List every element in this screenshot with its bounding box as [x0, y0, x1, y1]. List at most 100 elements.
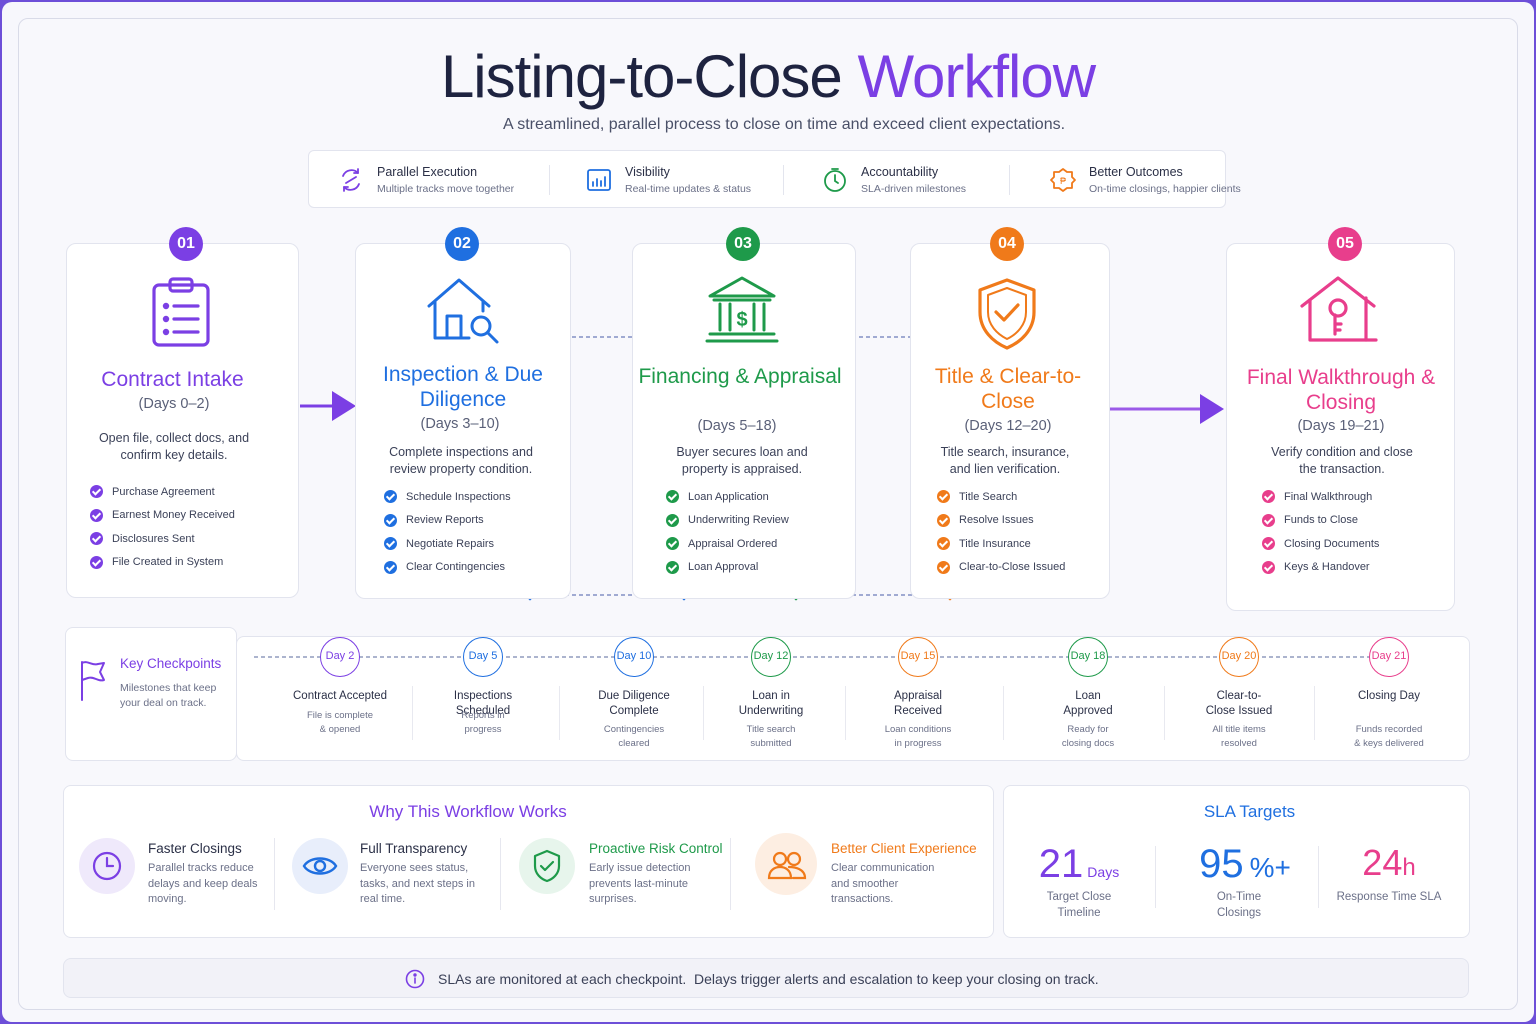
checklist-item: Clear-to-Close Issued: [937, 556, 1065, 580]
sla-label: On-Time Closings: [1216, 891, 1262, 919]
checkpoint-day-marker: Day 15: [898, 637, 938, 677]
eye-icon: [302, 857, 338, 875]
page-title: Listing-to-Close Workflow: [440, 43, 1096, 110]
checkpoint-title: Clear-to-Close Issued: [1205, 690, 1273, 717]
stage-title: Title & Clear-to-Close: [934, 365, 1082, 413]
check-icon: [937, 560, 950, 574]
flag-icon: [81, 661, 105, 701]
stage-days: (Days 3–10): [420, 416, 500, 432]
checklist-item: Disclosures Sent: [90, 527, 235, 551]
checklist-item: Closing Documents: [1262, 532, 1379, 556]
house-search-icon: [427, 278, 499, 344]
stage-title: Inspection & Due Diligence: [383, 363, 543, 411]
checkpoint-description: Reports in progress: [461, 710, 505, 735]
clock-icon: [92, 851, 122, 881]
check-icon: [1262, 560, 1275, 574]
sla-divider: [1318, 846, 1319, 908]
checkpoint-title: Contract Accepted: [293, 690, 387, 702]
checklist-item: Clear Contingencies: [384, 556, 511, 580]
checklist-item: Underwriting Review: [666, 509, 789, 533]
stage-title: Contract Intake: [101, 368, 244, 391]
checklist-item: Loan Application: [666, 485, 789, 509]
checklist-item: Keys & Handover: [1262, 556, 1379, 580]
benefit-divider: [1009, 165, 1010, 195]
check-icon: [1262, 537, 1275, 551]
stage-description: Buyer secures loan and property is appra…: [676, 445, 808, 476]
sla-value-on-time: 95%+: [1199, 842, 1291, 886]
parallel-arrows-icon: [342, 168, 360, 192]
stage-checklist: Purchase Agreement Earnest Money Receive…: [90, 480, 235, 574]
stage-checklist: Final Walkthrough Funds to Close Closing…: [1262, 485, 1379, 579]
stage-title: Financing & Appraisal: [638, 365, 842, 388]
house-key-icon: [1300, 276, 1378, 342]
checkpoint-day-marker: Day 10: [614, 637, 654, 677]
sla-label: Target Close Timeline: [1046, 891, 1112, 919]
bar-chart-icon: [587, 169, 611, 191]
why-divider: [500, 838, 501, 910]
footer-text: SLAs are monitored at each checkpoint. D…: [438, 971, 1099, 987]
check-icon: [90, 532, 103, 546]
benefit-divider: [783, 165, 784, 195]
checklist-item: Final Walkthrough: [1262, 485, 1379, 509]
check-icon: [384, 490, 397, 504]
checklist-item: Resolve Issues: [937, 509, 1065, 533]
checklist-item: Funds to Close: [1262, 509, 1379, 533]
page-subtitle: A streamlined, parallel process to close…: [502, 116, 1066, 133]
why-icon-bg: [519, 838, 575, 894]
stage-checklist: Schedule Inspections Review Reports Nego…: [384, 485, 511, 579]
sla-divider: [1155, 846, 1156, 908]
sla-value-response: 24h: [1362, 842, 1416, 883]
checkpoints-title: Key Checkpoints: [120, 656, 222, 671]
stage-title: Final Walkthrough & Closing: [1246, 366, 1436, 414]
stage-badge: 02: [445, 227, 479, 261]
checkpoint-day-marker: Day 18: [1068, 637, 1108, 677]
checkpoint-description: Title search submitted: [746, 724, 796, 749]
stage-checklist: Title Search Resolve Issues Title Insura…: [937, 485, 1065, 579]
stage-checklist: Loan Application Underwriting Review App…: [666, 485, 789, 579]
checklist-item: File Created in System: [90, 551, 235, 575]
checklist-item: Purchase Agreement: [90, 480, 235, 504]
benefits-bar: Parallel Execution Multiple tracks move …: [308, 150, 1241, 208]
bank-icon: $: [705, 276, 779, 343]
timer-icon: [824, 168, 846, 192]
info-icon: [405, 969, 425, 989]
checklist-item: Title Search: [937, 485, 1065, 509]
checkpoint-day-marker: Day 2: [320, 637, 360, 677]
clipboard-icon: [152, 277, 210, 347]
checkpoint-title: Appraisal Received: [894, 690, 942, 717]
why-divider: [730, 838, 731, 910]
check-icon: [937, 490, 950, 504]
why-title: Why This Workflow Works: [369, 802, 567, 821]
checkpoint-day-marker: Day 12: [751, 637, 791, 677]
check-icon: [384, 537, 397, 551]
checkpoint-description: All title items resolved: [1212, 724, 1266, 749]
why-icon-bg: [755, 833, 817, 895]
shield-check-icon: [978, 278, 1036, 350]
checkpoint-day-marker: Day 5: [463, 637, 503, 677]
check-icon: [937, 537, 950, 551]
shield-icon: [533, 849, 561, 883]
checklist-item: Loan Approval: [666, 556, 789, 580]
checklist-item: Review Reports: [384, 509, 511, 533]
why-divider: [274, 838, 275, 910]
check-icon: [666, 537, 679, 551]
checkpoint-title: Loan Approved: [1063, 690, 1113, 717]
stage-card-contract-intake: [66, 243, 299, 598]
checkpoint-day-marker: Day 21: [1369, 637, 1409, 677]
checkpoint-description: Contingencies cleared: [603, 724, 665, 749]
checkpoint-divider: [1164, 686, 1165, 740]
stage-badge: 01: [169, 227, 203, 261]
checkpoints-header-card: Key Checkpoints Milestones that keep you…: [65, 627, 237, 761]
stage-description: Title search, insurance, and lien verifi…: [940, 445, 1070, 476]
stage-badge: 04: [990, 227, 1024, 261]
check-icon: [666, 490, 679, 504]
check-icon: [666, 560, 679, 574]
check-icon: [937, 513, 950, 527]
checkpoint-description: Loan conditions in progress: [884, 724, 952, 749]
check-icon: [90, 508, 103, 522]
checklist-item: Appraisal Ordered: [666, 532, 789, 556]
benefit-divider: [549, 165, 550, 195]
stage-description: Complete inspections and review property…: [389, 445, 533, 476]
checkpoint-divider: [845, 686, 846, 740]
